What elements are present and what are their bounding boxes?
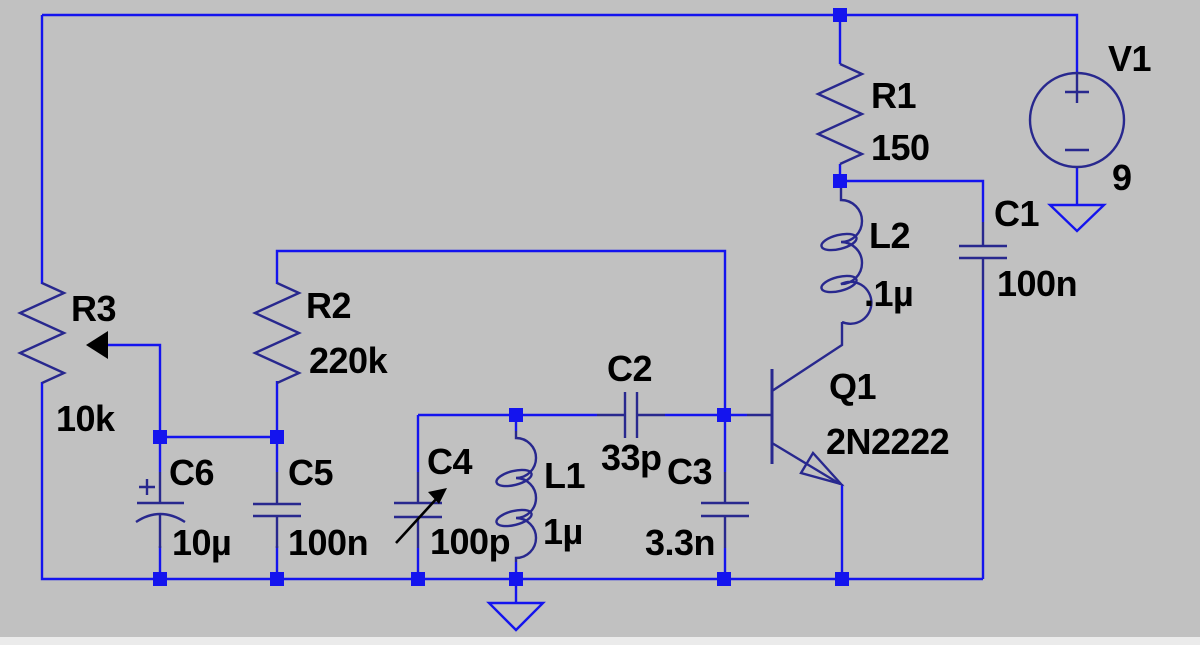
capacitor-plates-icon xyxy=(394,501,442,519)
label-R2-name[interactable]: R2 xyxy=(306,285,352,326)
label-C3-value[interactable]: 3.3n xyxy=(645,522,716,563)
coil-arcs-icon xyxy=(839,188,873,325)
capacitor-plates-icon xyxy=(959,244,1007,260)
label-C5-name[interactable]: C5 xyxy=(288,452,334,493)
collector-lead xyxy=(771,322,844,393)
coil-loop-icon xyxy=(495,468,533,488)
coil-loop-icon xyxy=(495,508,533,528)
wiper-arrow-icon xyxy=(86,331,108,359)
label-C2-value[interactable]: 33p xyxy=(601,437,662,478)
resistor-zigzag-icon xyxy=(17,281,67,385)
label-C6-name[interactable]: C6 xyxy=(169,452,215,493)
source-circle-icon xyxy=(1028,71,1126,169)
capacitor-plate-curved-icon xyxy=(135,512,186,524)
junction-dot xyxy=(835,572,849,586)
label-R1-name[interactable]: R1 xyxy=(871,75,917,116)
junction-dot xyxy=(509,572,523,586)
capacitor-plates-icon xyxy=(701,501,749,518)
voltage-source-V1[interactable] xyxy=(1028,71,1126,169)
polarized-capacitor-C6[interactable] xyxy=(135,472,186,548)
label-R2-value[interactable]: 220k xyxy=(309,340,388,381)
label-L1-value[interactable]: 1µ xyxy=(543,511,583,552)
junction-dot xyxy=(833,174,847,188)
variable-arrow-shaft xyxy=(395,496,439,544)
junction-dot xyxy=(833,8,847,22)
junction-dot xyxy=(270,430,284,444)
junction-dot xyxy=(153,572,167,586)
coil-loop-icon xyxy=(820,274,858,294)
inductor-L2[interactable] xyxy=(820,188,873,325)
label-C3-name[interactable]: C3 xyxy=(667,451,713,492)
wire-r2-to-base[interactable] xyxy=(275,249,727,410)
capacitor-plates-icon xyxy=(623,392,639,438)
junction-dot xyxy=(717,408,731,422)
label-C6-value[interactable]: 10µ xyxy=(172,522,232,563)
junction-dot xyxy=(717,572,731,586)
label-C1-name[interactable]: C1 xyxy=(994,193,1040,234)
junction-dot xyxy=(153,430,167,444)
ground-icon-tank[interactable] xyxy=(486,601,546,632)
resistor-zigzag-icon xyxy=(815,62,865,166)
capacitor-C1[interactable] xyxy=(959,222,1007,290)
label-R3-value[interactable]: 10k xyxy=(56,398,115,439)
variable-capacitor-C4[interactable] xyxy=(394,472,447,548)
label-C5-value[interactable]: 100n xyxy=(288,522,369,563)
ground-symbols[interactable] xyxy=(486,203,1107,632)
label-C2-name[interactable]: C2 xyxy=(607,348,653,389)
label-Q1-value[interactable]: 2N2222 xyxy=(826,421,950,462)
coil-loop-icon xyxy=(820,232,858,252)
junction-dots xyxy=(153,8,849,586)
label-L2-name[interactable]: L2 xyxy=(869,215,911,256)
junction-dot xyxy=(270,572,284,586)
label-C1-value[interactable]: 100n xyxy=(997,263,1078,304)
inductor-L1[interactable] xyxy=(495,431,538,562)
ground-icon-v1[interactable] xyxy=(1047,203,1107,233)
capacitor-C2[interactable] xyxy=(597,392,665,438)
emitter-arrow-icon xyxy=(799,450,845,487)
label-C4-value[interactable]: 100p xyxy=(430,521,511,562)
coil-arcs-icon xyxy=(514,431,538,562)
label-L2-value[interactable]: .1µ xyxy=(864,273,914,314)
label-V1-name[interactable]: V1 xyxy=(1108,38,1152,79)
resistor-zigzag-icon xyxy=(252,281,302,385)
label-R3-name[interactable]: R3 xyxy=(71,288,117,329)
transistor-Q1[interactable] xyxy=(747,322,845,487)
label-R1-value[interactable]: 150 xyxy=(871,127,930,168)
wire-wiper[interactable] xyxy=(104,343,162,437)
wire-top-rail[interactable] xyxy=(42,13,1079,74)
label-Q1-name[interactable]: Q1 xyxy=(829,366,877,407)
capacitor-plates-icon xyxy=(253,502,301,518)
label-L1-name[interactable]: L1 xyxy=(544,455,586,496)
label-C4-name[interactable]: C4 xyxy=(427,441,473,482)
capacitor-C3[interactable] xyxy=(701,472,749,548)
resistor-R1[interactable] xyxy=(815,62,865,166)
label-V1-value[interactable]: 9 xyxy=(1112,157,1132,198)
plus-polarity-icon xyxy=(139,479,155,495)
window-bottom-edge xyxy=(0,637,1200,645)
wire-c1-to-r1[interactable] xyxy=(840,179,985,222)
variable-arrow-head-icon xyxy=(428,488,447,504)
junction-dot xyxy=(509,408,523,422)
wire-bottom-rail[interactable] xyxy=(40,382,983,581)
potentiometer-R3[interactable] xyxy=(17,281,108,385)
resistor-R2[interactable] xyxy=(252,281,302,385)
junction-dot xyxy=(411,572,425,586)
capacitor-C5[interactable] xyxy=(253,472,301,548)
